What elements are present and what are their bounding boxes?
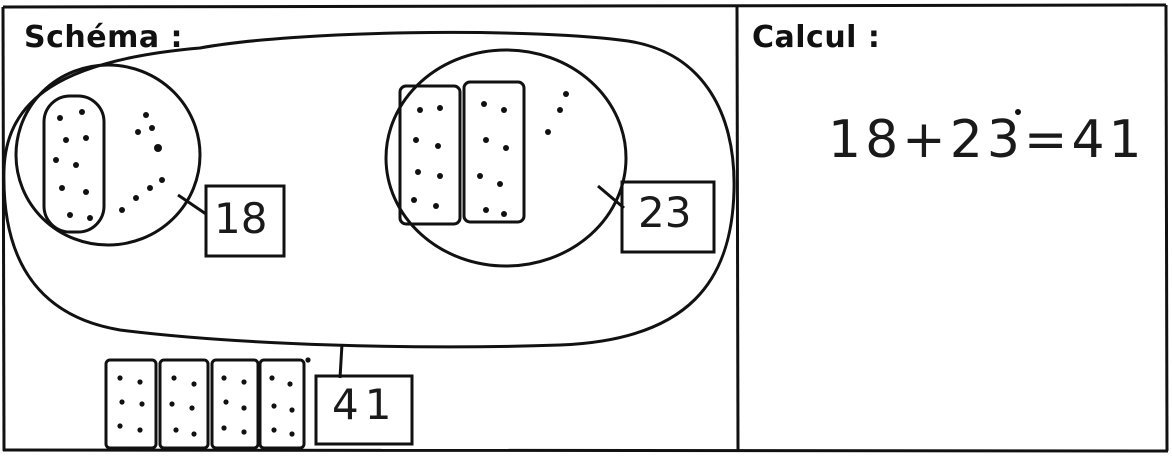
- group-23-number: 23: [638, 188, 691, 237]
- group-18-number: 18: [214, 194, 267, 243]
- combined-loop: [4, 32, 734, 346]
- total-41-number: 41: [332, 380, 397, 429]
- schema-heading: Schéma :: [24, 20, 183, 55]
- table-frame: [3, 5, 1168, 451]
- calculation-expression: 18+23=41: [828, 110, 1146, 170]
- total-41-dots: [117, 357, 310, 436]
- calcul-heading: Calcul :: [752, 20, 880, 55]
- group-23-dots: [411, 91, 569, 217]
- group-18-dots: [53, 109, 165, 221]
